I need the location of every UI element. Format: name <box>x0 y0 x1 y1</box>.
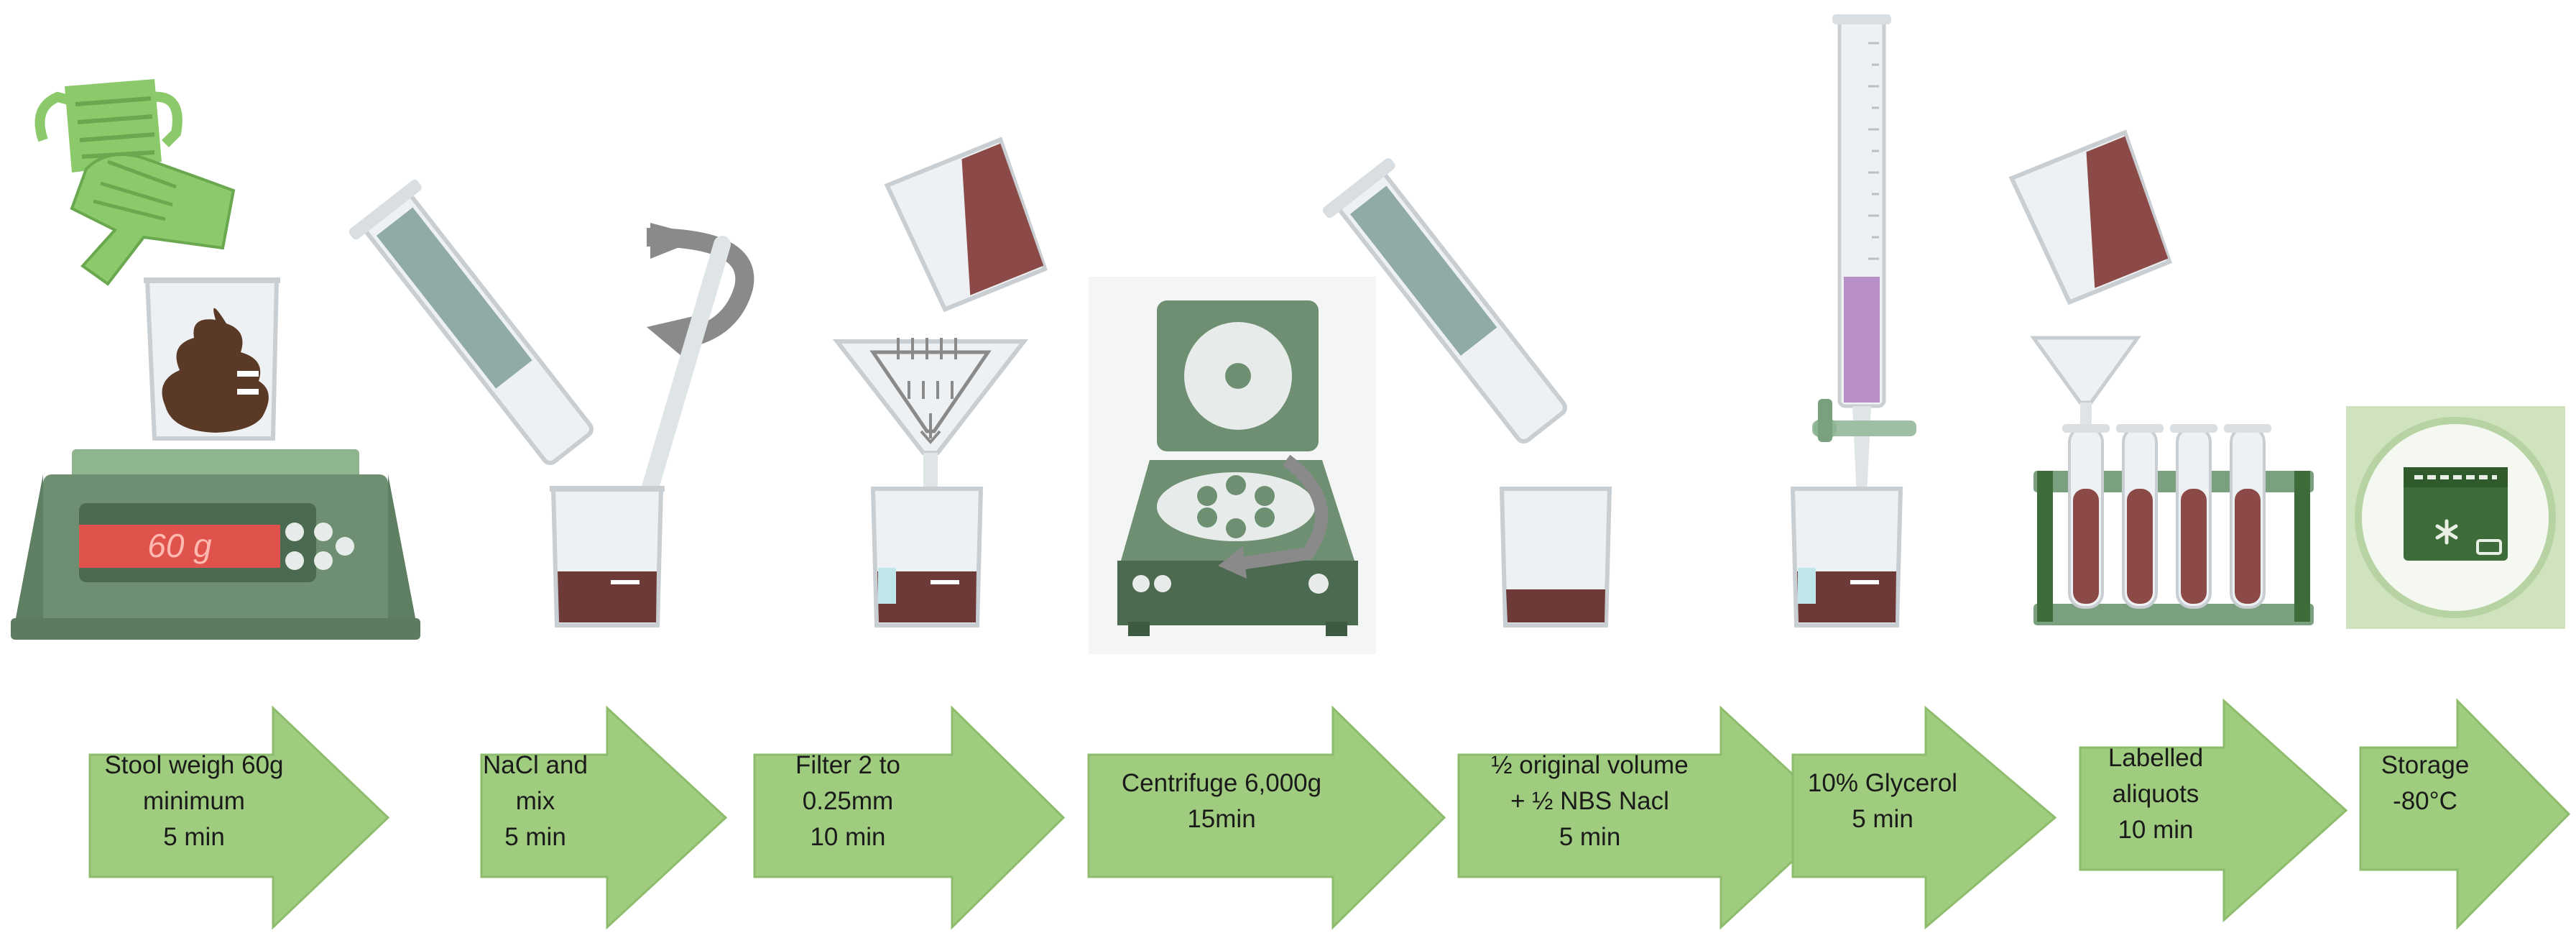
beaker-icon <box>870 487 984 627</box>
step-line: 10 min <box>2118 816 2194 844</box>
step-line: + ½ NBS Nacl <box>1510 787 1669 815</box>
step-arrow <box>2359 698 2571 930</box>
scale-display: 60 g <box>147 527 212 564</box>
pour-beaker-icon <box>2008 129 2172 305</box>
beaker-icon <box>550 486 665 627</box>
gloves-icon <box>70 153 236 286</box>
step-line: aliquots <box>2112 780 2199 808</box>
pour-beaker-icon <box>884 137 1048 313</box>
step-label: NaCl and mix 5 min <box>478 748 593 855</box>
step-arrow <box>88 705 390 930</box>
step-label: 10% Glycerol 5 min <box>1789 765 1976 837</box>
step-line: 10% Glycerol <box>1807 769 1958 797</box>
step-label: Storage -80°C <box>2357 748 2493 819</box>
step-label: ½ original volume + ½ NBS Nacl 5 min <box>1455 748 1725 855</box>
centrifuge-icon <box>1089 277 1376 654</box>
step-line: 5 min <box>163 823 225 851</box>
step-label: Labelled aliquots 10 min <box>2077 740 2235 848</box>
test-tube-rack-icon <box>2030 336 2314 625</box>
beaker-icon <box>1499 487 1612 627</box>
burette-icon <box>1812 14 1916 496</box>
step-line: Labelled <box>2108 744 2204 772</box>
step-line: -80°C <box>2393 787 2457 815</box>
mask-icon <box>34 79 183 173</box>
step-arrows <box>88 698 2571 930</box>
step-label: Stool weigh 60g minimum 5 min <box>86 748 302 855</box>
step-arrow <box>480 705 728 930</box>
snowflake-icon <box>2435 519 2458 545</box>
step-line: Storage <box>2381 751 2470 779</box>
step-line: minimum <box>143 787 245 815</box>
step-line: Stool weigh 60g <box>104 751 284 779</box>
step-arrow <box>753 705 1066 930</box>
step-line: Filter 2 to <box>795 751 900 779</box>
freezer-icon <box>2346 406 2565 629</box>
step-arrow <box>1791 705 2057 930</box>
step-arrow <box>1087 705 1446 930</box>
step-line: Centrifuge 6,000g <box>1121 769 1322 797</box>
step-line: ½ original volume <box>1491 751 1689 779</box>
step-label: Filter 2 to 0.25mm 10 min <box>751 748 945 855</box>
beaker-icon <box>1790 487 1903 627</box>
step-line: 15min <box>1187 805 1256 833</box>
step-line: 0.25mm <box>802 787 894 815</box>
step-line: NaCl and <box>483 751 588 779</box>
step-line: mix <box>515 787 555 815</box>
step-line: 10 min <box>810 823 886 851</box>
step-line: 5 min <box>1559 823 1621 851</box>
step-label: Centrifuge 6,000g 15min <box>1085 765 1358 837</box>
step-arrow <box>2079 698 2348 923</box>
step-line: 5 min <box>504 823 566 851</box>
stool-beaker-icon <box>144 277 280 441</box>
scale-icon: 60 g <box>11 449 420 640</box>
step-arrow <box>1457 705 1842 930</box>
cylinder-icon <box>1322 158 1567 443</box>
cylinder-icon <box>348 180 594 465</box>
step-line: 5 min <box>1852 805 1913 833</box>
